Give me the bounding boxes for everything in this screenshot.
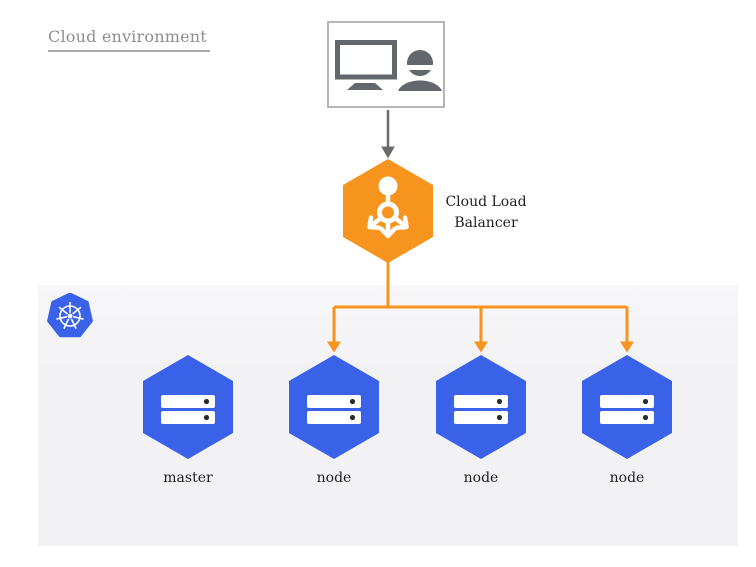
kubernetes-logo-icon xyxy=(47,293,93,338)
workstation-user-icon xyxy=(335,40,442,91)
lb-arrow-right xyxy=(392,215,409,231)
client-to-lb-arrow xyxy=(381,110,395,159)
k8s-helm-wheel xyxy=(56,302,84,329)
client-workstation-box xyxy=(327,21,445,108)
monitor-icon xyxy=(335,40,397,90)
lb-arrow-down xyxy=(379,218,397,239)
master-hexagon-icon xyxy=(143,355,233,459)
load-balancer-label-line2: Balancer xyxy=(454,215,518,231)
load-balancer-glyph xyxy=(367,176,409,239)
load-balancer-hexagon-icon xyxy=(343,159,433,263)
page-title: Cloud environment xyxy=(48,27,210,52)
server-glyph xyxy=(161,395,215,424)
user-icon xyxy=(398,50,442,91)
node1-hexagon-icon xyxy=(289,355,379,459)
master-label: master xyxy=(163,470,213,486)
server-glyph xyxy=(307,395,361,424)
lb-hexagon-shape xyxy=(343,159,433,263)
server-glyph xyxy=(600,395,654,424)
node2-hexagon-icon xyxy=(436,355,526,459)
node1-label: node xyxy=(316,470,352,486)
load-balancer-label: Cloud Load Balancer xyxy=(436,192,536,234)
node3-label: node xyxy=(609,470,645,486)
node2-label: node xyxy=(463,470,499,486)
node3-hexagon-icon xyxy=(582,355,672,459)
lb-arrow-left xyxy=(367,215,384,231)
load-balancer-label-line1: Cloud Load xyxy=(445,194,527,210)
server-glyph xyxy=(454,395,508,424)
